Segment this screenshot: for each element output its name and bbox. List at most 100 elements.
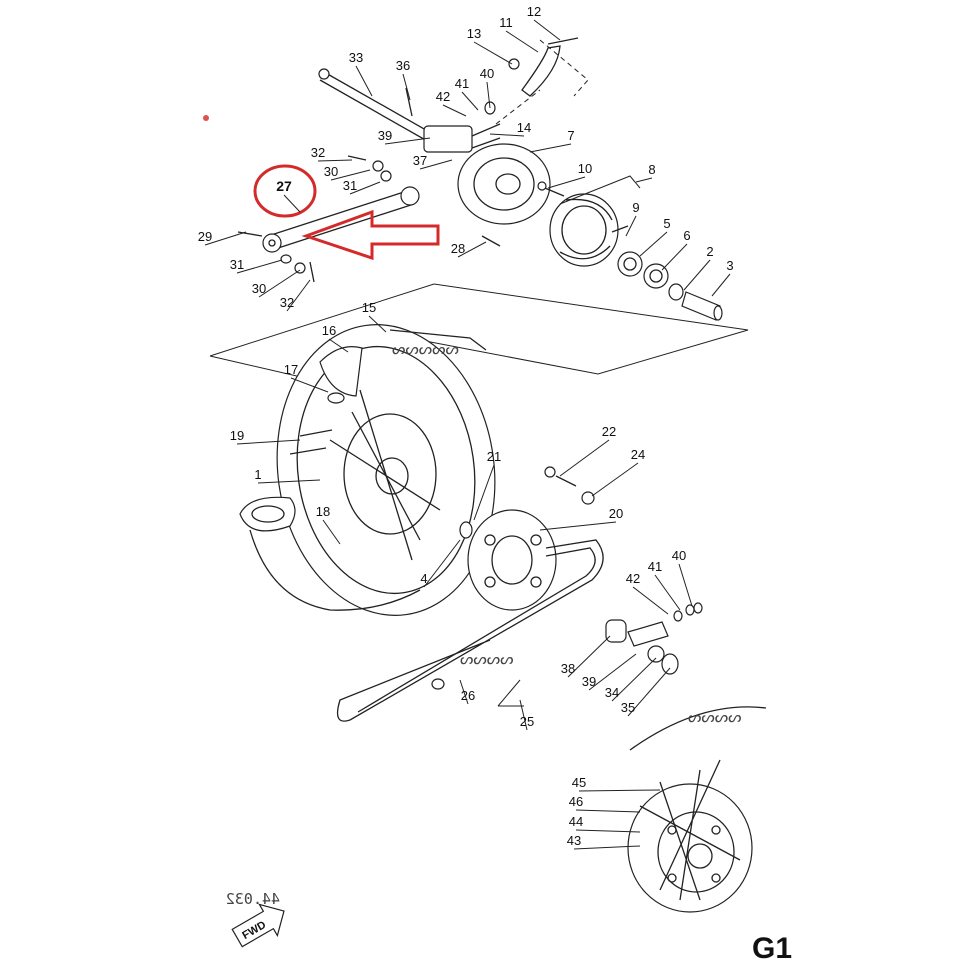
callout-8: 8 xyxy=(648,162,655,177)
leader-line-4 xyxy=(423,539,461,588)
callout-5: 5 xyxy=(663,216,670,231)
callout-34: 34 xyxy=(605,685,619,700)
callout-7: 7 xyxy=(567,128,574,143)
leader-line-18 xyxy=(322,519,341,545)
callout-12: 12 xyxy=(527,4,541,19)
callout-22: 22 xyxy=(602,424,616,439)
leader-line-12 xyxy=(533,19,561,41)
callout-33: 33 xyxy=(349,50,363,65)
callout-15: 15 xyxy=(362,300,376,315)
leader-line-25 xyxy=(519,699,528,731)
leader-line-31 xyxy=(349,181,381,195)
leader-line-21 xyxy=(473,464,495,521)
callout-39: 39 xyxy=(582,674,596,689)
leader-line-41 xyxy=(461,91,479,111)
callout-1: 1 xyxy=(254,467,261,482)
callout-30: 30 xyxy=(324,164,338,179)
callout-21: 21 xyxy=(487,449,501,464)
leader-line-45 xyxy=(578,789,661,792)
callout-30: 30 xyxy=(252,281,266,296)
callout-41: 41 xyxy=(455,76,469,91)
sprocket xyxy=(459,509,557,611)
callout-26: 26 xyxy=(461,688,475,703)
callout-38: 38 xyxy=(561,661,575,676)
callout-16: 16 xyxy=(322,323,336,338)
leader-line-14 xyxy=(489,133,525,137)
leader-line-10 xyxy=(547,176,586,189)
callout-13: 13 xyxy=(467,26,481,41)
leader-line-5 xyxy=(639,231,668,257)
leader-lines xyxy=(204,19,731,850)
callout-27: 27 xyxy=(276,178,292,194)
callout-6: 6 xyxy=(683,228,690,243)
leader-line-27 xyxy=(283,194,301,213)
callout-43: 43 xyxy=(567,833,581,848)
page-code: 44.032 xyxy=(226,890,280,908)
leader-line-7 xyxy=(529,143,572,153)
dashed-guide-1 xyxy=(539,39,589,97)
leader-line-24 xyxy=(591,462,639,497)
callout-10: 10 xyxy=(578,161,592,176)
leader-line-20 xyxy=(539,521,617,531)
callout-41: 41 xyxy=(648,559,662,574)
speck-mark xyxy=(203,115,209,121)
callout-40: 40 xyxy=(480,66,494,81)
leader-line-3 xyxy=(711,273,731,297)
leader-line-1 xyxy=(257,479,321,484)
callout-2: 2 xyxy=(706,244,713,259)
leader-line-8 xyxy=(635,177,653,183)
fender-pieces xyxy=(289,346,363,455)
chain-links: ᔕᔕᔕᔕ xyxy=(460,650,514,668)
chain-adjuster xyxy=(605,602,703,675)
leader-line-46 xyxy=(575,809,641,813)
leader-line-34 xyxy=(611,657,657,702)
callout-42: 42 xyxy=(436,89,450,104)
leader-line-29 xyxy=(204,231,247,246)
callout-36: 36 xyxy=(396,58,410,73)
callout-32: 32 xyxy=(311,145,325,160)
leader-line-32 xyxy=(286,279,311,312)
leader-line-37 xyxy=(419,159,453,170)
leader-line-6 xyxy=(661,243,688,271)
callout-17: 17 xyxy=(284,362,298,377)
callout-24: 24 xyxy=(631,447,645,462)
leader-line-43 xyxy=(573,845,641,850)
leader-line-17 xyxy=(290,377,329,393)
callout-31: 31 xyxy=(230,257,244,272)
leader-line-11 xyxy=(505,30,539,53)
drive-chain: ᔕᔕᔕᔕ xyxy=(336,539,604,722)
leader-line-38 xyxy=(567,635,611,678)
spacers xyxy=(544,466,595,505)
leader-line-13 xyxy=(473,41,513,65)
callout-9: 9 xyxy=(632,200,639,215)
leader-line-9 xyxy=(625,215,637,237)
callout-29: 29 xyxy=(198,229,212,244)
leader-line-30 xyxy=(258,269,301,298)
highlight-circle xyxy=(253,164,317,218)
group-outline-top xyxy=(209,283,749,375)
leader-line-33 xyxy=(355,65,373,97)
callout-37: 37 xyxy=(413,153,427,168)
callout-42: 42 xyxy=(626,571,640,586)
leader-line-22 xyxy=(559,439,610,477)
callout-46: 46 xyxy=(569,794,583,809)
callout-35: 35 xyxy=(621,700,635,715)
highlight-annotation xyxy=(253,164,440,261)
leader-line-44 xyxy=(575,829,641,833)
spoke-wheel-detail: ᔕᔕᔕᔕ xyxy=(627,706,767,913)
bracket-8 xyxy=(559,175,641,205)
leader-line-40 xyxy=(486,81,491,109)
callout-31: 31 xyxy=(343,178,357,193)
callout-28: 28 xyxy=(451,241,465,256)
leader-line-26 xyxy=(459,679,469,705)
leader-line-2 xyxy=(683,259,711,291)
leader-line-42 xyxy=(442,104,467,117)
fwd-marker: FWD xyxy=(231,903,285,948)
leader-line-31 xyxy=(236,259,283,274)
leader-line-16 xyxy=(328,338,349,353)
axle-parts xyxy=(617,251,723,321)
callout-19: 19 xyxy=(230,428,244,443)
tread-pattern-2: ᔕᔕᔕᔕ xyxy=(688,708,742,726)
